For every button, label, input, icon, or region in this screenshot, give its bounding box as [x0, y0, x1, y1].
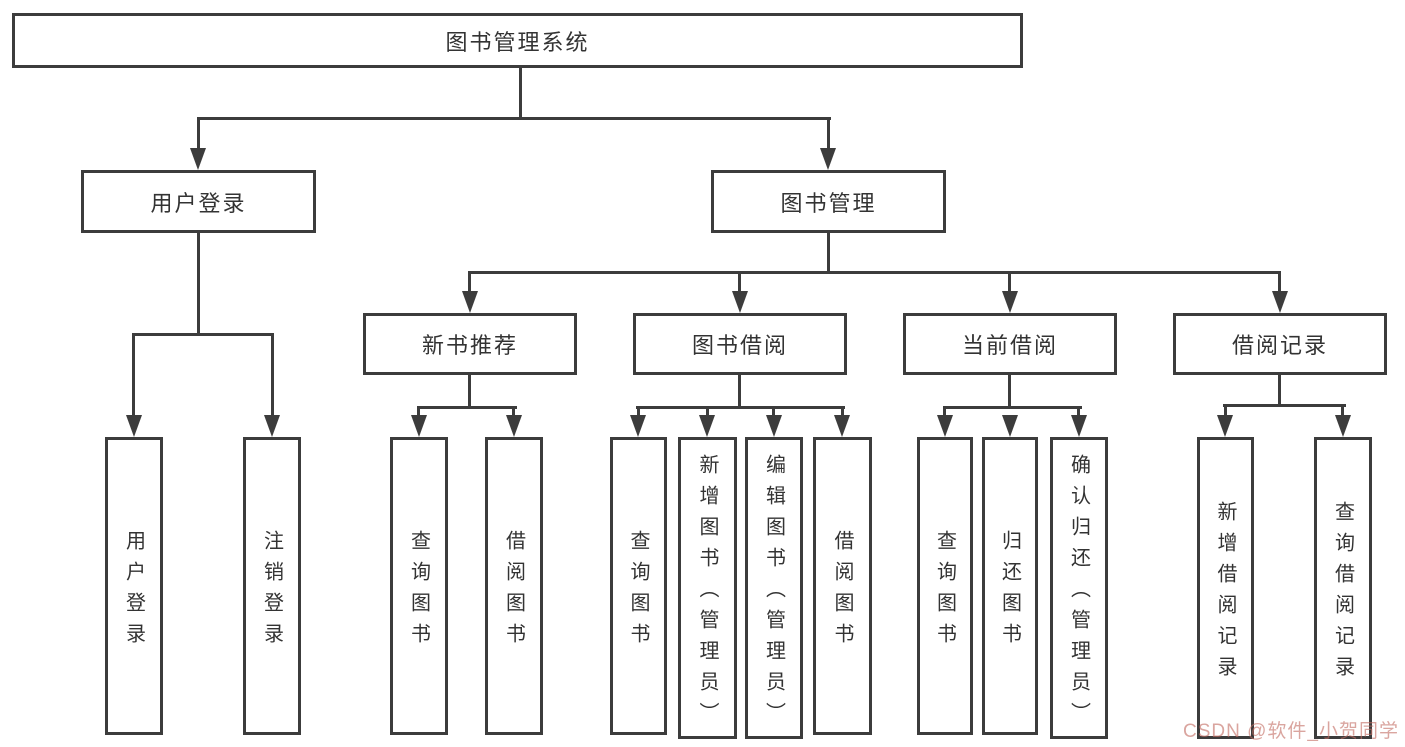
node-leaf-query-borrow-record: 查询借阅记录 — [1314, 437, 1372, 739]
node-label: 用户登录 — [122, 529, 145, 654]
arrow-down-icon — [699, 415, 715, 437]
connector-line — [271, 333, 274, 416]
connector-line — [197, 233, 200, 335]
arrow-down-icon — [1071, 415, 1087, 437]
node-leaf-user-login: 用户登录 — [105, 437, 163, 735]
node-leaf-borrow-books-2: 借阅图书 — [813, 437, 872, 735]
arrow-down-icon — [1335, 415, 1351, 437]
arrow-down-icon — [1217, 415, 1233, 437]
connector-line — [468, 271, 1281, 274]
node-label: 查询借阅记录 — [1331, 500, 1354, 687]
node-label: 归还图书 — [998, 529, 1021, 654]
node-label: 借阅图书 — [502, 529, 525, 654]
arrow-down-icon — [834, 415, 850, 437]
node-leaf-add-borrow-record: 新增借阅记录 — [1197, 437, 1254, 739]
connector-line — [1077, 406, 1080, 416]
connector-line — [841, 406, 844, 416]
node-current-borrow: 当前借阅 — [903, 313, 1117, 375]
connector-line — [1278, 271, 1281, 293]
connector-line — [1223, 404, 1346, 407]
arrow-down-icon — [126, 415, 142, 437]
connector-line — [468, 271, 471, 293]
node-leaf-return-books: 归还图书 — [982, 437, 1038, 735]
node-leaf-query-books-1: 查询图书 — [390, 437, 448, 735]
node-leaf-borrow-books-1: 借阅图书 — [485, 437, 543, 735]
arrow-down-icon — [630, 415, 646, 437]
connector-line — [468, 375, 471, 408]
node-leaf-logout: 注销登录 — [243, 437, 301, 735]
node-book-borrow: 图书借阅 — [633, 313, 847, 375]
connector-line — [636, 406, 845, 409]
connector-line — [738, 375, 741, 408]
node-label: 新增图书（管理员） — [696, 454, 718, 733]
connector-line — [1341, 404, 1344, 416]
arrow-down-icon — [820, 148, 836, 170]
connector-line — [1224, 404, 1227, 416]
arrow-down-icon — [1002, 291, 1018, 313]
connector-line — [943, 406, 946, 416]
arrow-down-icon — [190, 148, 206, 170]
arrow-down-icon — [462, 291, 478, 313]
node-leaf-add-book-admin: 新增图书（管理员） — [678, 437, 737, 739]
node-borrow-records: 借阅记录 — [1173, 313, 1387, 375]
node-leaf-query-books-3: 查询图书 — [917, 437, 973, 735]
arrow-down-icon — [1272, 291, 1288, 313]
connector-line — [197, 117, 200, 150]
connector-line — [827, 233, 830, 274]
arrow-down-icon — [411, 415, 427, 437]
arrow-down-icon — [937, 415, 953, 437]
connector-line — [132, 333, 135, 416]
connector-line — [519, 68, 522, 118]
node-label: 注销登录 — [260, 529, 283, 654]
arrow-down-icon — [1002, 415, 1018, 437]
node-label: 编辑图书（管理员） — [762, 454, 785, 733]
connector-line — [637, 406, 640, 416]
node-leaf-query-books-2: 查询图书 — [610, 437, 667, 735]
arrow-down-icon — [766, 415, 782, 437]
connector-line — [417, 406, 517, 409]
node-book-management: 图书管理 — [711, 170, 946, 233]
node-new-book-recommend: 新书推荐 — [363, 313, 577, 375]
node-label: 新增借阅记录 — [1214, 500, 1236, 687]
connector-line — [417, 406, 420, 416]
node-label: 借阅图书 — [831, 529, 853, 654]
csdn-watermark: CSDN @软件_小贺同学 — [1183, 721, 1399, 742]
node-label: 查询图书 — [933, 529, 956, 654]
node-root-system: 图书管理系统 — [12, 13, 1023, 68]
node-label: 确认归还（管理员） — [1067, 454, 1090, 733]
connector-line — [772, 406, 775, 416]
arrow-down-icon — [506, 415, 522, 437]
connector-line — [827, 117, 830, 150]
arrow-down-icon — [264, 415, 280, 437]
node-user-login: 用户登录 — [81, 170, 316, 233]
connector-line — [197, 117, 831, 120]
connector-line — [1008, 271, 1011, 293]
node-leaf-confirm-return-admin: 确认归还（管理员） — [1050, 437, 1108, 739]
node-label: 查询图书 — [407, 529, 430, 654]
node-label: 查询图书 — [627, 529, 649, 654]
connector-line — [512, 406, 515, 416]
connector-line — [1008, 375, 1011, 408]
connector-line — [738, 271, 741, 293]
arrow-down-icon — [732, 291, 748, 313]
node-leaf-edit-book-admin: 编辑图书（管理员） — [745, 437, 803, 739]
connector-line — [706, 406, 709, 416]
connector-line — [943, 406, 1082, 409]
connector-line — [132, 333, 274, 336]
connector-line — [1278, 375, 1281, 406]
